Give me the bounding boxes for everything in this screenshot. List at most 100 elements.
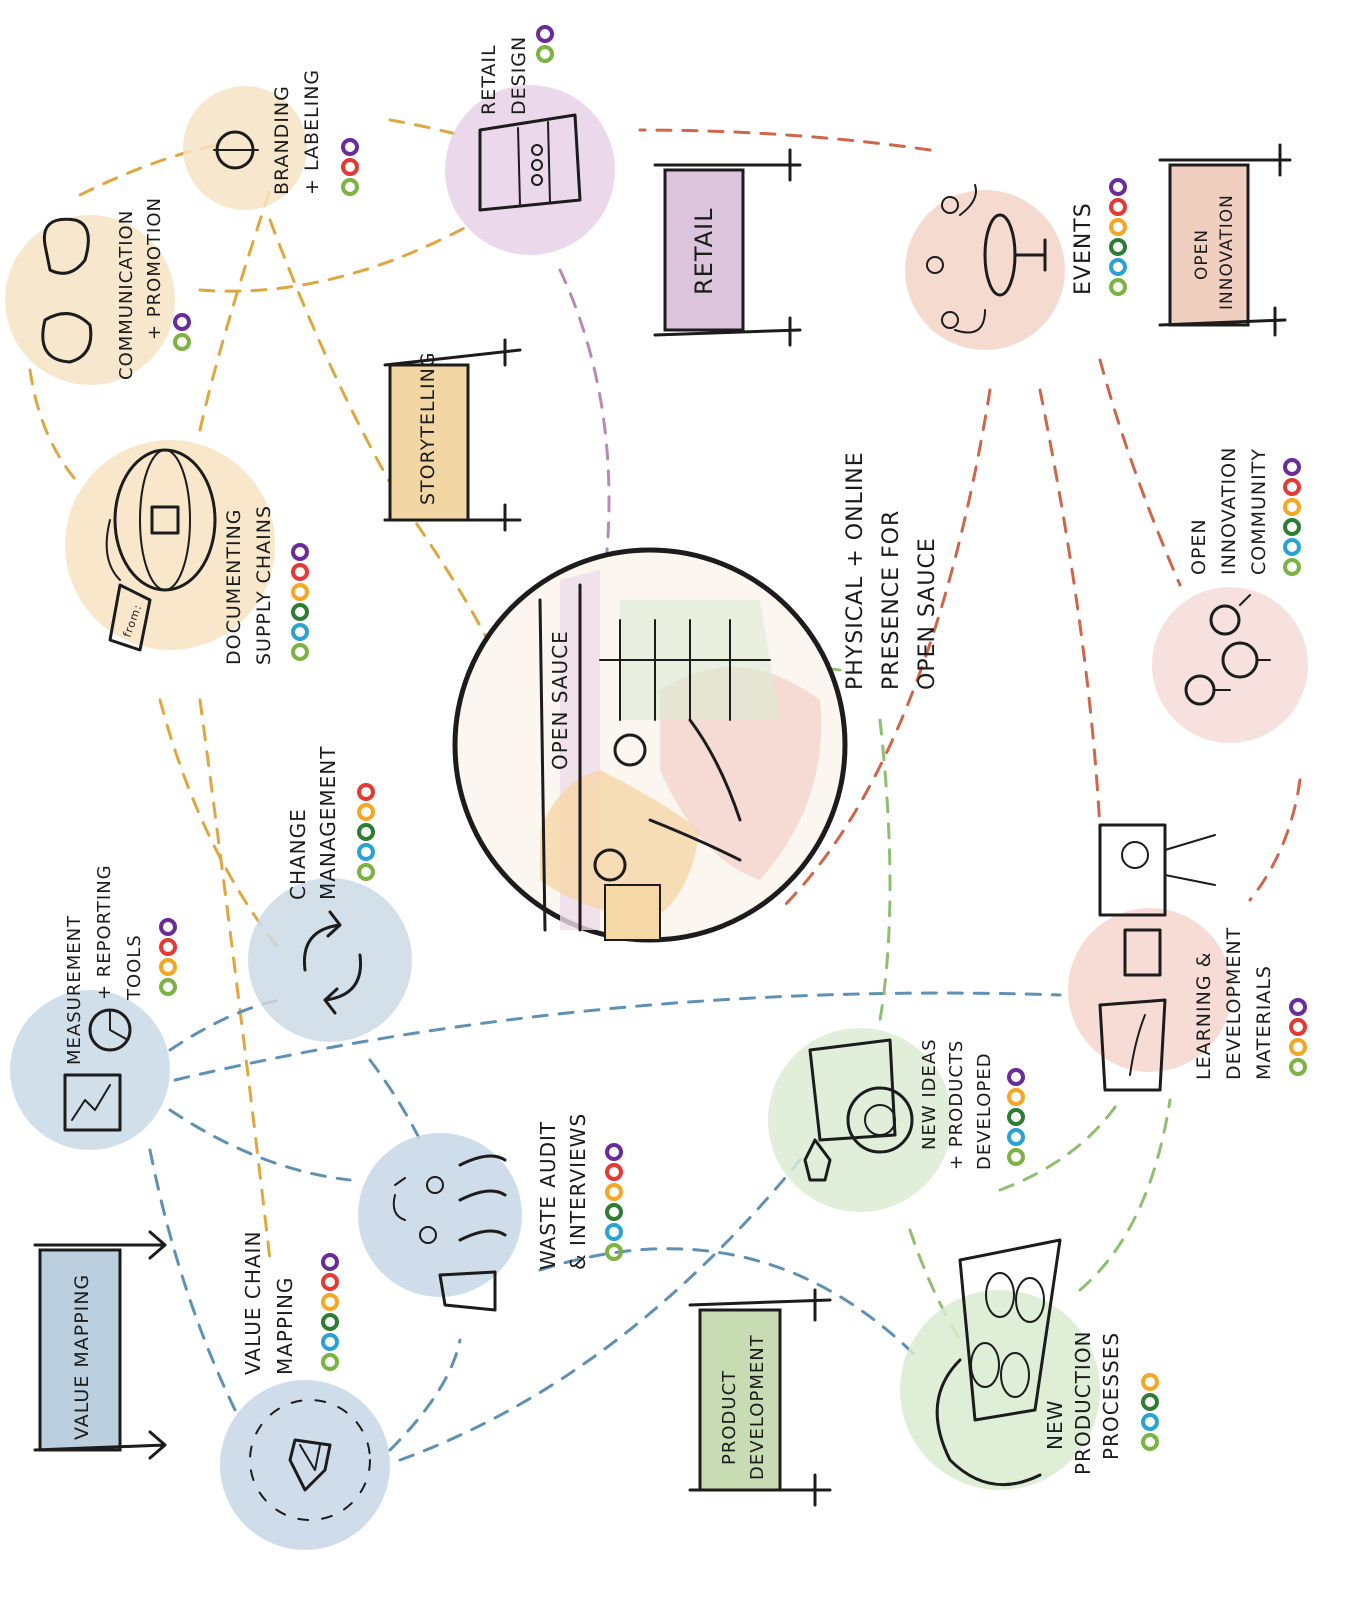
sdg-dot [321,1253,339,1271]
sdg-dot [357,823,375,841]
sdg-dot [1109,278,1127,296]
sdg-dot [291,623,309,641]
sdg-dot [357,863,375,881]
flow-arrow [878,718,892,1022]
flow-arrow [1248,778,1302,902]
sdg-dot [1109,238,1127,256]
sdg-dot [1007,1148,1025,1166]
sdg-dot [291,583,309,601]
node-change: CHANGE MANAGEMENT [248,746,412,1042]
flow-arrow [778,388,992,912]
node-waste-audit-line2: & INTERVIEWS [566,1113,590,1270]
node-waste-audit: WASTE AUDIT & INTERVIEWS [358,1113,623,1312]
sdg-dots [1007,1068,1025,1166]
node-oi-community-line2: INNOVATION [1218,447,1240,575]
sdg-dots [1289,998,1307,1076]
sdg-dot [321,1313,339,1331]
sdg-dot [1289,1058,1307,1076]
sdg-dot [1109,198,1127,216]
shopkeeper-icon [593,848,627,882]
node-documenting: from: DOCUMENTING SUPPLY CHAINS [65,440,309,665]
sdg-dot [605,1183,623,1201]
sdg-dot [321,1273,339,1291]
sdg-dot [1007,1128,1025,1146]
flow-arrow [198,188,272,432]
pillar-open-innovation: OPEN INNOVATION [1158,143,1292,337]
sdg-dot [341,178,359,196]
flow-arrow [998,1098,1122,1192]
pillar-product-development-line1: PRODUCT [719,1370,740,1465]
diamond-cycle-icon [249,1399,371,1521]
central-hub-caption: PHYSICAL + ONLINE PRESENCE FOR OPEN SAUC… [843,451,940,690]
lightbulbs-icon [1184,594,1271,706]
sdg-dot [159,918,177,936]
sdg-dot [1141,1413,1159,1431]
pillar-retail-label: RETAIL [690,207,718,295]
sdg-dot [536,25,554,43]
flow-arrow [368,1058,422,1142]
sdg-dot [357,843,375,861]
sdg-dot [1109,218,1127,236]
flow-arrow [168,1108,352,1182]
sdg-dot [357,783,375,801]
sdg-dots [1283,458,1301,576]
sdg-dot [159,958,177,976]
node-change-line2: MANAGEMENT [316,746,340,900]
sdg-dots [1141,1373,1159,1451]
flow-arrow [398,1158,802,1462]
sdg-dot [536,45,554,63]
sdg-dot [1141,1433,1159,1451]
node-oi-community-line1: OPEN [1188,518,1210,575]
flow-arrow [1038,388,1102,832]
node-change-line1: CHANGE [286,808,310,900]
node-documenting-line1: DOCUMENTING [223,508,245,665]
sdg-dot [291,543,309,561]
node-learning-line3: MATERIALS [1253,965,1275,1080]
sdg-dot [1007,1068,1025,1086]
flow-arrow [158,698,282,952]
central-hub-line3: OPEN SAUCE [915,537,940,690]
pillar-open-innovation-line1: OPEN [1192,229,1212,280]
sdg-dot [291,563,309,581]
node-oi-community: OPEN INNOVATION COMMUNITY [1152,447,1308,743]
pillar-retail: RETAIL [653,148,802,347]
sdg-dot [1141,1393,1159,1411]
sdg-dot [605,1143,623,1161]
sdg-dots [173,313,191,351]
node-oi-community-line3: COMMUNITY [1248,448,1270,575]
pillar-product-development-line2: DEVELOPMENT [747,1334,768,1480]
sdg-dot [1007,1108,1025,1126]
customer-icon [613,733,647,767]
sdg-dot [159,938,177,956]
sdg-dot [1283,478,1301,496]
sdg-dot [605,1243,623,1261]
pillar-storytelling-label: STORYTELLING [417,351,439,505]
node-learning-line1: LEARNING & [1193,952,1215,1080]
sdg-dot [605,1223,623,1241]
central-hub: OPEN SAUCE [452,547,848,943]
node-new-ideas-line2: + PRODUCTS [946,1040,967,1170]
flow-arrow [1078,1098,1172,1292]
node-retail-design-line1: RETAIL [478,44,500,115]
node-measurement-line1: MEASUREMENT [64,915,85,1065]
sauce-jars-icon [803,1038,914,1182]
flow-arrow [198,223,472,293]
activity-nodes: COMMUNICATION + PROMOTION BRANDING + LAB… [5,25,1308,1550]
sdg-dot [1289,1038,1307,1056]
sdg-dot [605,1163,623,1181]
node-new-production-line1: NEW [1043,1400,1067,1450]
central-hub-line2: PRESENCE FOR [879,510,904,690]
shop-shelf-icon [478,113,582,212]
books-screen-icon [1098,823,1216,1092]
sdg-dot [1289,1018,1307,1036]
sdg-dots [159,918,177,996]
node-measurement-line3: TOOLS [124,934,145,1001]
sdg-dot [291,603,309,621]
sdg-dot [1141,1373,1159,1391]
sdg-dots [291,543,309,661]
node-new-ideas-line3: DEVELOPED [974,1052,995,1170]
node-new-ideas-line1: NEW IDEAS [919,1038,940,1150]
node-waste-audit-line1: WASTE AUDIT [536,1121,560,1270]
sdg-dots [605,1143,623,1261]
sdg-dot [291,643,309,661]
